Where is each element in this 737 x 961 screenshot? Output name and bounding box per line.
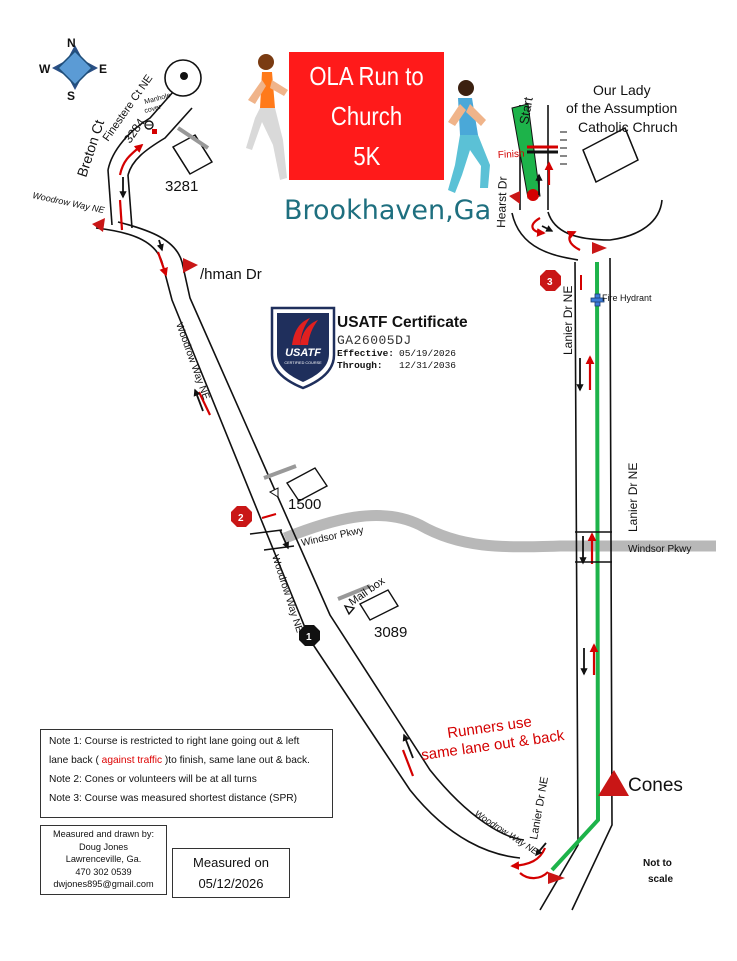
measurer-email: dwjones895@gmail.com bbox=[53, 879, 154, 889]
measured-by-box: Measured and drawn by: Doug Jones Lawren… bbox=[40, 825, 167, 895]
woodrow-way-top-label: Woodrow Way NE bbox=[32, 190, 107, 215]
compass-w: W bbox=[39, 62, 51, 76]
measured-on-label: Measured on bbox=[193, 855, 269, 870]
green-chute bbox=[511, 103, 541, 199]
marker-1-octagon bbox=[299, 625, 320, 646]
marker-1-label: 1 bbox=[306, 632, 312, 643]
church-building-icon bbox=[582, 127, 639, 183]
event-title-line-2: 5K bbox=[352, 141, 381, 171]
church-line-1: Our Lady bbox=[593, 82, 651, 98]
note-1-line-b: lane back ( against traffic )to finish, … bbox=[49, 751, 332, 770]
certificate-through: Through: 12/31/2036 bbox=[337, 360, 456, 371]
lanier-green-route bbox=[550, 261, 601, 872]
compass-n: N bbox=[67, 36, 76, 50]
marker-2-label: 2 bbox=[238, 513, 244, 524]
scale-label: scale bbox=[648, 874, 673, 885]
event-title-banner: OLA Run to Church 5K bbox=[289, 52, 444, 180]
house-3089-icon bbox=[337, 584, 400, 621]
fire-hydrant-label: Fire Hydrant bbox=[602, 293, 652, 303]
badge-sub-text: CERTIFIED COURSE bbox=[284, 361, 322, 365]
certificate-title: USATF Certificate bbox=[337, 314, 468, 331]
lanier-dr-road bbox=[539, 257, 613, 911]
woodrow-way-lower-label: Woodrow Way NE bbox=[269, 554, 305, 635]
start-label: Start bbox=[516, 95, 536, 125]
church-line-2: of the Assumption bbox=[566, 100, 677, 116]
turn-flags bbox=[92, 191, 629, 884]
through-label: Through: bbox=[337, 360, 383, 371]
windsor-pkwy-road bbox=[282, 510, 716, 553]
event-location: Brookhaven,Ga bbox=[284, 195, 492, 226]
marker-2-octagon bbox=[231, 506, 252, 527]
through-date: 12/31/2036 bbox=[399, 360, 457, 371]
mailbox-icon bbox=[268, 487, 279, 498]
fire-hydrant-icon bbox=[590, 293, 605, 307]
certificate-effective: Effective: 05/19/2026 bbox=[337, 348, 456, 359]
marker-3-octagon bbox=[540, 270, 561, 291]
measurer-name: Doug Jones bbox=[78, 841, 129, 852]
runner-woman-icon bbox=[246, 54, 288, 180]
church-line-3: Catholic Chruch bbox=[578, 119, 678, 135]
compass-rose-icon bbox=[52, 45, 98, 90]
not-to-label: Not to bbox=[643, 858, 672, 869]
effective-label: Effective: bbox=[337, 348, 395, 359]
lanier-dr-label-1: Lanier Dr NE bbox=[561, 286, 575, 355]
woodrow-way-road bbox=[95, 221, 525, 859]
house-3281-icon bbox=[172, 126, 213, 175]
event-title-line-1: OLA Run to Church bbox=[309, 61, 424, 131]
breton-ct-label: Breton Ct bbox=[74, 118, 108, 179]
course-notes-box: Note 1: Course is restricted to right la… bbox=[40, 729, 333, 818]
turn-marker bbox=[152, 129, 157, 134]
runner-man-icon bbox=[448, 80, 490, 193]
usatf-badge-icon: USATF CERTIFIED COURSE bbox=[270, 306, 336, 390]
note-2: Note 2: Cones or volunteers will be at a… bbox=[49, 774, 257, 785]
marker-3-label: 3 bbox=[547, 277, 553, 288]
house-3089-label: 3089 bbox=[374, 624, 407, 641]
finish-label: Finish bbox=[498, 149, 525, 161]
cones-label: Cones bbox=[628, 775, 683, 796]
manhole-cover-label: cover bbox=[144, 104, 163, 115]
windsor-pkwy-right-label: Windsor Pkwy bbox=[628, 544, 691, 555]
compass-e: E bbox=[99, 62, 107, 76]
note-1-against-traffic: against traffic bbox=[101, 755, 163, 766]
hearst-dr-label: Hearst Dr bbox=[494, 176, 510, 228]
measured-by-heading: Measured and drawn by: bbox=[52, 829, 155, 839]
note-3: Note 3: Course was measured shortest dis… bbox=[49, 793, 298, 804]
ashman-dr-label: /hman Dr bbox=[200, 266, 262, 283]
finish-dot bbox=[527, 189, 539, 201]
measurer-phone: 470 302 0539 bbox=[75, 866, 132, 877]
lanier-dr-label-2: Lanier Dr NE bbox=[626, 463, 640, 532]
course-black-arrows bbox=[119, 173, 588, 857]
cul-de-sac-dot bbox=[180, 72, 188, 80]
house-1500-icon bbox=[263, 464, 329, 502]
measured-on-box: Measured on 05/12/2026 bbox=[172, 848, 290, 898]
church-steps bbox=[560, 131, 567, 165]
measured-on-date: 05/12/2026 bbox=[198, 876, 264, 891]
lanier-dr-label-3: Lanier Dr NE bbox=[528, 776, 551, 841]
windsor-intersection bbox=[249, 529, 612, 563]
certificate-number: GA26005DJ bbox=[337, 333, 412, 348]
house-3281-label: 3281 bbox=[165, 178, 198, 195]
compass-s: S bbox=[67, 89, 75, 103]
effective-date: 05/19/2026 bbox=[399, 348, 457, 359]
note-1-line-a: Note 1: Course is restricted to right la… bbox=[49, 736, 300, 747]
house-1500-label: 1500 bbox=[288, 496, 321, 513]
note-1-d: )to finish, same lane out & back. bbox=[162, 755, 310, 766]
course-red-lines bbox=[118, 143, 599, 880]
measurer-city: Lawrenceville, Ga. bbox=[65, 854, 142, 864]
badge-usatf-text: USATF bbox=[285, 347, 321, 359]
note-1-b: lane back ( bbox=[49, 755, 102, 766]
finestere-ct-road bbox=[107, 91, 193, 229]
